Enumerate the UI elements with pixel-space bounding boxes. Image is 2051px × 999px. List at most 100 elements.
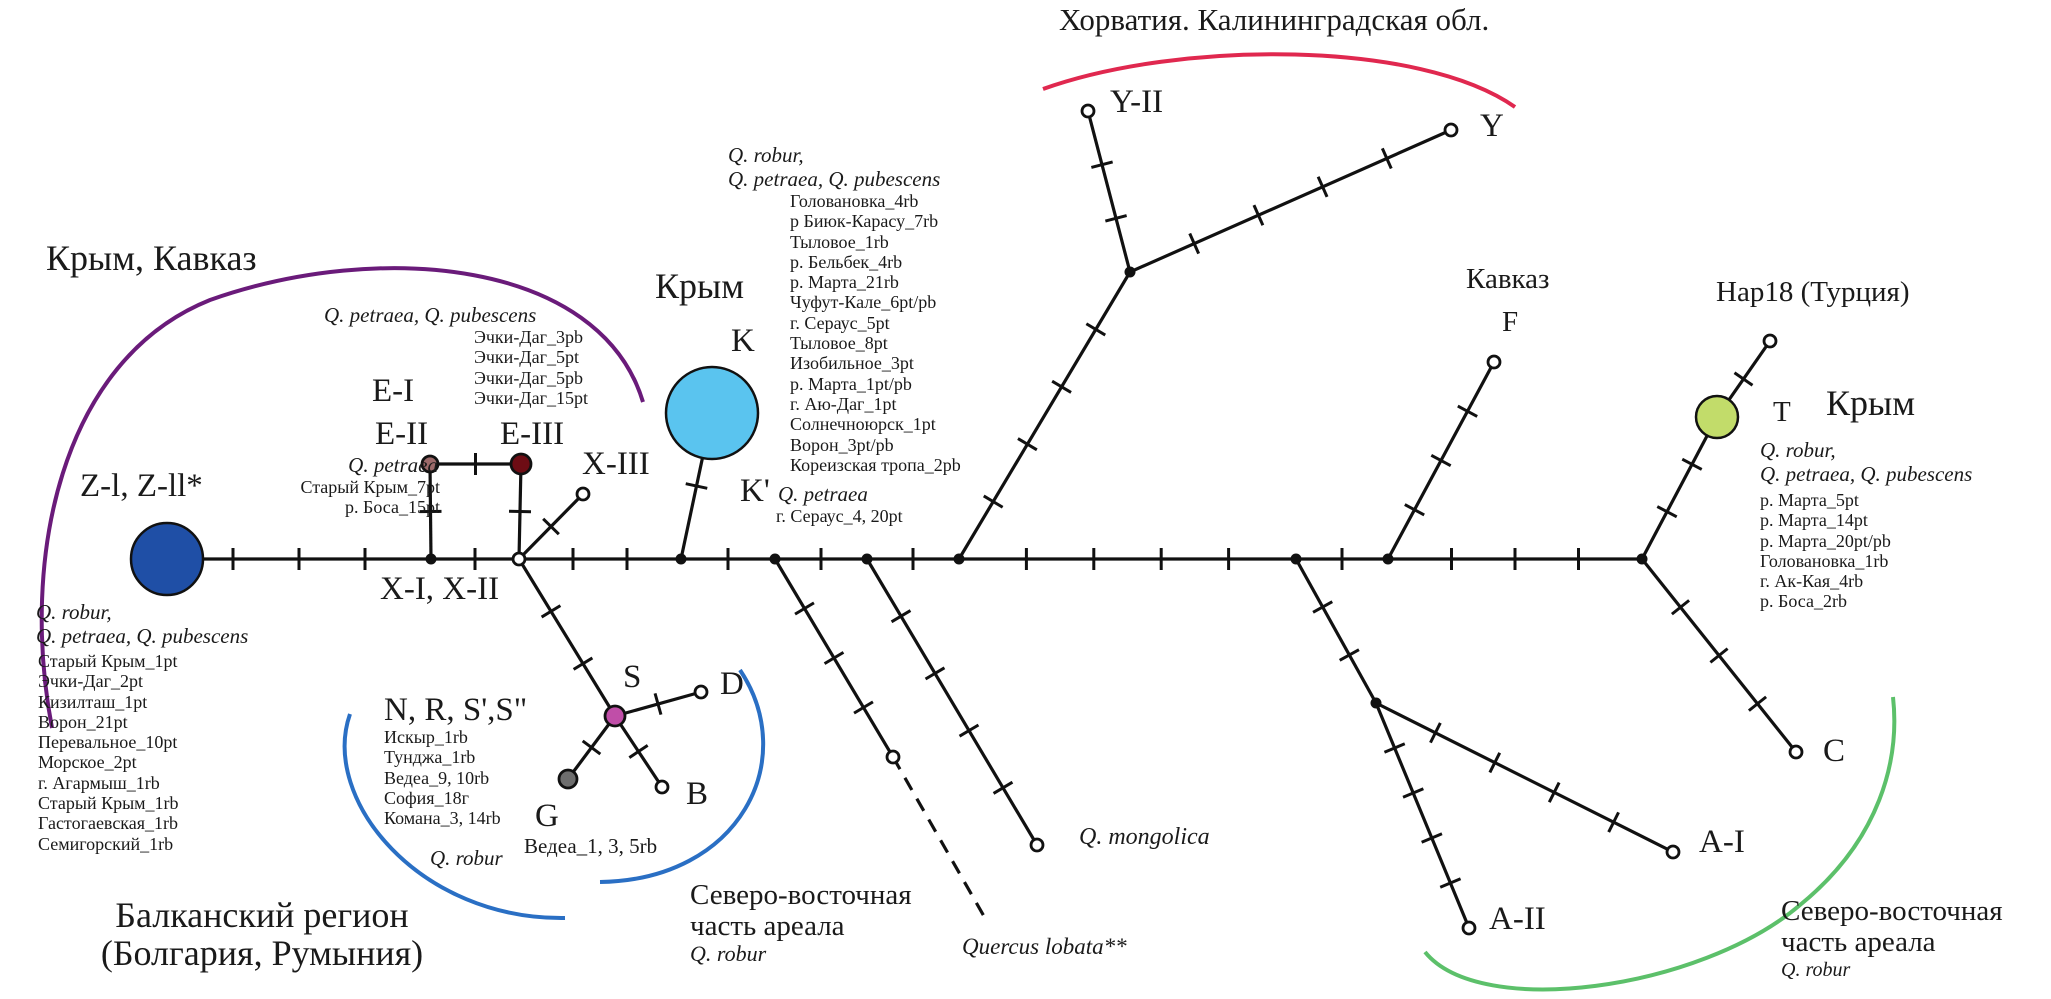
mutation-tick bbox=[1733, 371, 1754, 387]
species-line: Q. petraea, Q. pubescens bbox=[1760, 462, 1973, 486]
species-line: Q. robur, bbox=[1760, 438, 1836, 462]
location-item: Старый Крым_1rb bbox=[38, 793, 179, 814]
median-vector-node bbox=[769, 553, 781, 565]
hap-label-s: S bbox=[623, 659, 642, 695]
region-species: Q. robur bbox=[1781, 959, 1851, 981]
haplotype-node-z bbox=[129, 521, 205, 597]
haplotype-node-g bbox=[557, 768, 579, 790]
location-item: Кизилташ_1pt bbox=[38, 691, 148, 712]
edge-jA-A2 bbox=[1374, 702, 1471, 929]
location-item: Комана_3, 14rb bbox=[384, 808, 501, 829]
location-item: Эчки-Даг_5pb bbox=[474, 367, 583, 388]
location-item: Тыловое_8pt bbox=[790, 333, 888, 354]
mutation-tick bbox=[542, 517, 560, 536]
mutation-ticks bbox=[231, 147, 1768, 889]
location-item: Искыр_1rb bbox=[384, 727, 468, 747]
annotation-k: Q. robur, Q. petraea, Q. pubescens Голов… bbox=[728, 143, 961, 475]
haplotype-node-x-i-x-ii bbox=[511, 551, 527, 567]
region-species: Q. robur bbox=[690, 941, 767, 966]
annotation-t: Q. robur, Q. petraea, Q. pubescens р. Ма… bbox=[1760, 438, 1972, 612]
median-vector-node bbox=[1370, 697, 1382, 709]
mutation-tick bbox=[958, 723, 980, 738]
mutation-tick bbox=[1429, 722, 1442, 744]
hap-label-a-i: A-I bbox=[1699, 824, 1745, 860]
edge-j5-jY bbox=[957, 271, 1132, 560]
location-item: Перевальное_10pt bbox=[38, 732, 178, 753]
mutation-tick bbox=[581, 739, 602, 756]
hap-label-d: D bbox=[720, 666, 744, 702]
mutation-tick bbox=[823, 651, 845, 665]
location-item: Солнечноюрск_1pt bbox=[790, 414, 936, 435]
edge-j8-T bbox=[1640, 416, 1719, 560]
edge-jA-A1 bbox=[1375, 701, 1674, 854]
mutation-tick bbox=[572, 656, 594, 671]
mutation-tick bbox=[1457, 404, 1478, 418]
median-vector-node bbox=[1124, 266, 1136, 278]
species-line: Q. petraea bbox=[778, 482, 868, 506]
mutation-tick bbox=[1338, 648, 1360, 662]
mutation-tick bbox=[1252, 204, 1265, 226]
haplotype-node-e-iii bbox=[509, 452, 533, 476]
mutation-tick bbox=[1085, 322, 1107, 337]
haplotype-node-c bbox=[1788, 744, 1804, 760]
mutation-tick bbox=[1747, 695, 1768, 712]
haplotype-node-s bbox=[603, 704, 627, 728]
hap-label-b: B bbox=[686, 776, 709, 812]
location-item: Семигорский_1rb bbox=[38, 833, 174, 854]
haplotype-node-x-iii bbox=[575, 486, 591, 502]
region-label-balkans: Балканский регион (Болгария, Румыния) bbox=[62, 896, 462, 972]
haplotype-node-k bbox=[664, 365, 760, 461]
location-item: Кореизская тропа_2pb bbox=[790, 454, 961, 475]
species-line: Q. petraea, Q. pubescens bbox=[728, 167, 941, 191]
hap-label-f: F bbox=[1502, 306, 1519, 338]
location-item: Чуфут-Кале_6pt/pb bbox=[790, 292, 937, 313]
location-item: г. Аю-Даг_1pt bbox=[790, 393, 897, 414]
mutation-tick bbox=[1404, 503, 1425, 517]
location-item: г. Агармыш_1rb bbox=[38, 772, 160, 793]
location-item: р Биюк-Карасу_7rb bbox=[790, 211, 939, 232]
location-item: Эчки-Даг_5pt bbox=[474, 347, 579, 368]
mutation-tick bbox=[1709, 647, 1729, 664]
mutation-tick bbox=[1104, 214, 1128, 223]
median-vector-node bbox=[675, 553, 687, 565]
region-arcs bbox=[39, 52, 1897, 992]
location-item: р. Марта_5pt bbox=[1760, 490, 1859, 510]
mutation-tick bbox=[992, 780, 1014, 795]
species-line: Q. petraea, Q. pubescens bbox=[36, 624, 249, 648]
location-item: Эчки-Даг_15pt bbox=[474, 387, 588, 408]
location-item: Старый Крым_7pt bbox=[300, 477, 440, 497]
hap-label-y-ii: Y-II bbox=[1110, 84, 1164, 120]
region-label-turkey: Hap18 (Турция) bbox=[1716, 276, 1910, 308]
annotation-g-species: Q. robur bbox=[430, 846, 503, 870]
location-item: Эчки-Даг_3pb bbox=[474, 327, 583, 347]
annotation-e-iii: Q. petraea, Q. pubescens Эчки-Даг_3pb Эч… bbox=[324, 303, 588, 408]
location-item: р. Боса_2rb bbox=[1760, 591, 1847, 612]
mutation-tick bbox=[1656, 505, 1678, 519]
mutation-tick bbox=[1430, 453, 1452, 468]
location-item: Изобильное_3pt bbox=[790, 353, 914, 374]
haplotype-node-a-ii bbox=[1461, 920, 1477, 936]
region-label-northeast-right: Северо-восточная часть ареала Q. robur bbox=[1781, 896, 2003, 982]
region-label-northeast-center: Северо-восточная часть ареала Q. robur bbox=[690, 880, 912, 966]
location-item: Эчки-Даг_2pt bbox=[38, 671, 143, 692]
median-vector-node bbox=[1382, 553, 1394, 565]
species-line: Q. petraea, Q. pubescens bbox=[324, 303, 537, 327]
mutation-tick bbox=[1316, 176, 1329, 198]
region-arc-northeast bbox=[1423, 696, 1897, 992]
mutation-tick bbox=[1402, 787, 1424, 799]
mutation-tick bbox=[685, 482, 708, 490]
median-vector-node bbox=[1290, 553, 1302, 565]
species-line: Q. robur, bbox=[36, 600, 112, 624]
annotation-z: Q. robur, Q. petraea, Q. pubescens Стары… bbox=[36, 600, 248, 854]
location-item: р. Боса_15pt bbox=[345, 497, 440, 518]
location-item: г. Сераус_5pt bbox=[790, 312, 890, 333]
hap-label-z: Z-l, Z-ll* bbox=[80, 468, 203, 504]
mutation-tick bbox=[1439, 877, 1462, 889]
mutation-tick bbox=[1547, 781, 1561, 803]
mutation-tick bbox=[1051, 379, 1072, 394]
location-item: София_18г bbox=[384, 787, 469, 808]
region-label-croatia-kaliningrad: Хорватия. Калининградская обл. bbox=[1059, 2, 1490, 37]
mutation-tick bbox=[1017, 437, 1038, 452]
region-line2: часть ареала bbox=[1781, 926, 1936, 958]
hap-label-k: K bbox=[731, 323, 755, 359]
